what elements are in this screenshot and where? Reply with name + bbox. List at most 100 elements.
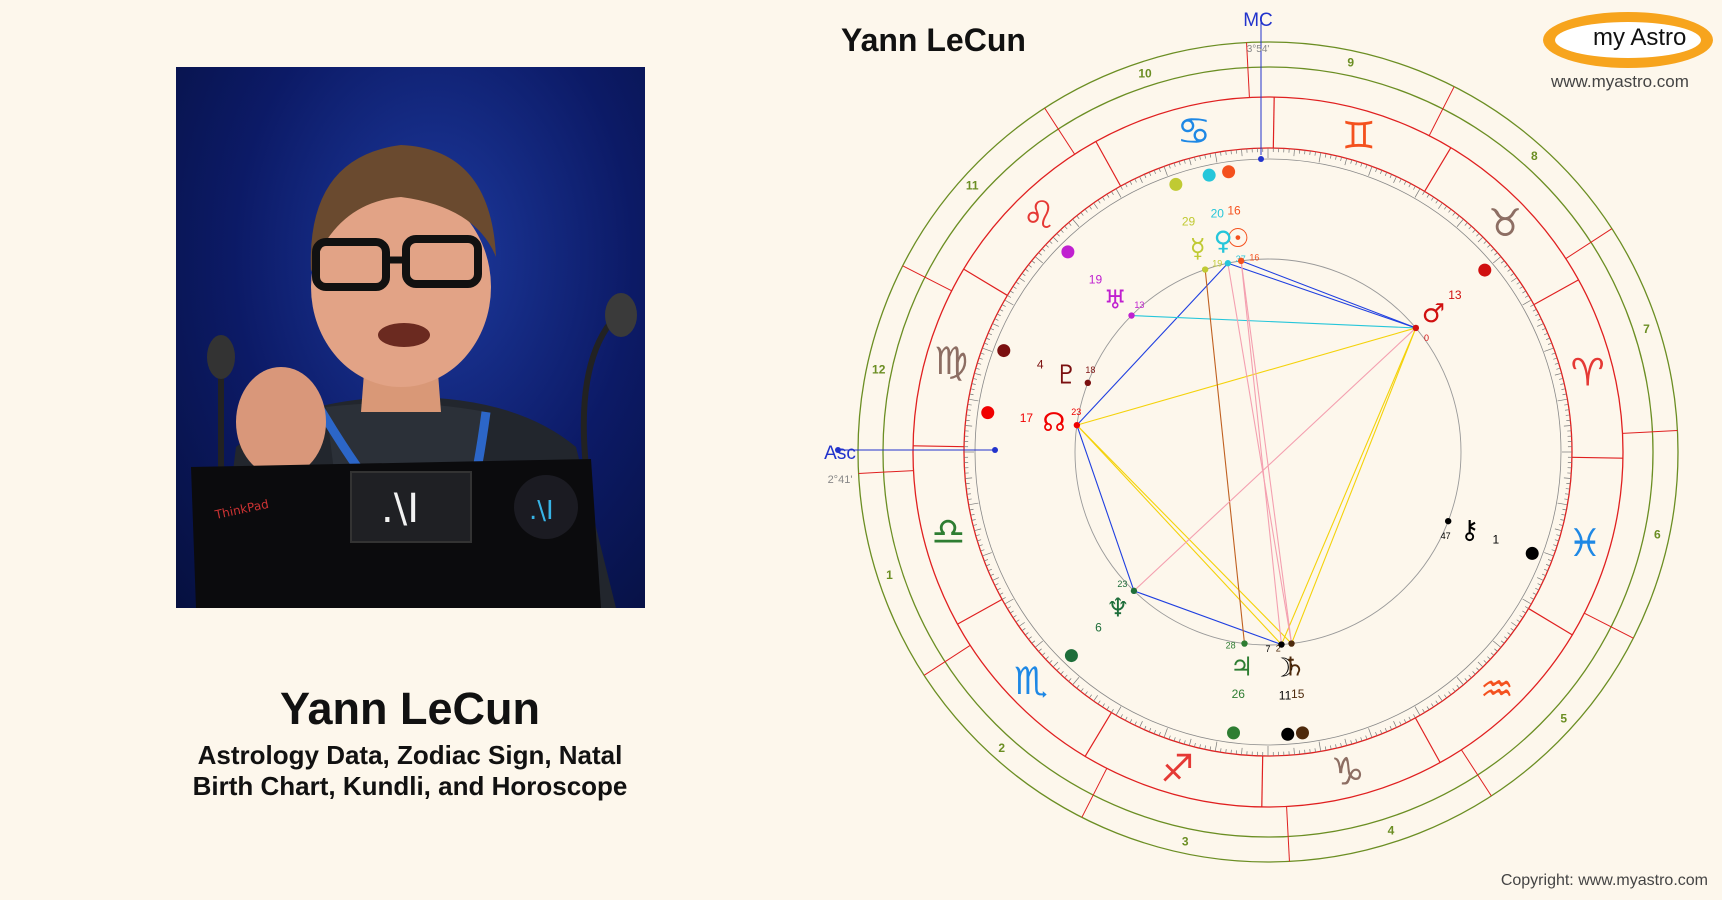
house-cusp — [1044, 107, 1076, 155]
mc-label: MC — [1243, 10, 1273, 31]
planet-glyph-icon: ♄ — [1283, 652, 1306, 682]
planet-minute: 18 — [1085, 365, 1095, 375]
degree-ring — [974, 158, 1562, 746]
aspect-point — [1201, 266, 1209, 273]
sign-divider — [1084, 712, 1112, 757]
sign-divider — [1414, 717, 1441, 763]
aspect-line — [1240, 260, 1417, 329]
sign-divider — [1528, 608, 1573, 636]
planet-minute: 0 — [1424, 333, 1429, 343]
planet-marker — [1064, 649, 1078, 663]
zodiac-sign-icon: ♉ — [1488, 201, 1522, 245]
aspect-line — [1133, 590, 1282, 646]
house-cusp — [1460, 749, 1492, 797]
aspect-point — [1128, 312, 1135, 319]
aspect-line — [1204, 269, 1246, 644]
planet-degree: 11 — [1279, 688, 1292, 702]
planet-marker — [1478, 263, 1492, 277]
planet-minute: 47 — [1441, 531, 1451, 541]
house-number-11: 11 — [966, 179, 979, 193]
aspect-point — [1288, 640, 1295, 647]
zodiac-outer-ring — [912, 96, 1624, 808]
house-cusp — [1584, 612, 1634, 639]
house-cusp — [1565, 228, 1613, 260]
house-number-12: 12 — [872, 362, 886, 376]
planet-degree: 15 — [1291, 687, 1305, 701]
planet-minute: 23 — [1117, 579, 1127, 589]
logo-text: my Astro — [1593, 24, 1687, 51]
planet-marker — [997, 344, 1011, 358]
sign-divider — [1424, 147, 1452, 192]
portrait-photo: .\I .\I ThinkPad — [176, 67, 645, 608]
aspect-line — [1291, 327, 1417, 644]
house-cusp — [858, 470, 914, 474]
planet-glyph-icon: ☉ — [1226, 224, 1249, 254]
subtitle-line-2: Birth Chart, Kundli, and Horoscope — [192, 771, 628, 801]
person-name-heading: Yann LeCun — [279, 683, 541, 734]
sign-divider — [1571, 456, 1623, 459]
house-ring — [882, 66, 1654, 838]
planet-marker — [1281, 727, 1295, 741]
aspect-line — [1280, 327, 1417, 645]
zodiac-sign-icon: ♌ — [1022, 193, 1056, 237]
planet-glyph-icon: ⚷ — [1460, 515, 1479, 545]
planet-glyph-icon: ♅ — [1104, 285, 1127, 315]
aspect-point — [1278, 641, 1285, 648]
planet-degree: 26 — [1232, 687, 1246, 701]
house-number-7: 7 — [1643, 322, 1650, 336]
zodiac-sign-icon: ♐ — [1160, 747, 1194, 791]
zodiac-sign-icon: ♋ — [1177, 109, 1211, 153]
planet-glyph-icon: ♆ — [1106, 593, 1129, 623]
aspect-point — [1444, 517, 1452, 525]
outer-ring — [857, 41, 1679, 863]
house-cusp — [1081, 768, 1108, 818]
planet-glyph-icon: ☊ — [1043, 408, 1066, 438]
house-number-2: 2 — [998, 741, 1005, 755]
aspect-line — [1131, 314, 1416, 329]
planet-degree: 29 — [1182, 214, 1196, 228]
planet-glyph-icon: ☽ — [1271, 653, 1294, 683]
sign-divider — [1272, 97, 1275, 149]
planet-glyph-icon: ♇ — [1055, 361, 1078, 391]
aspect-line — [1240, 260, 1293, 644]
myastro-logo[interactable]: my Astro — [1543, 12, 1713, 68]
house-cusp — [1286, 806, 1290, 862]
zodiac-sign-icon: ♒ — [1480, 667, 1514, 711]
sign-divider — [1533, 279, 1579, 306]
house-number-6: 6 — [1654, 528, 1661, 542]
planet-degree: 19 — [1089, 272, 1103, 286]
laptop-sticker: .\I — [381, 486, 419, 532]
house-number-3: 3 — [1182, 834, 1189, 848]
aspect-line — [1076, 424, 1282, 645]
aspect-point — [1130, 587, 1138, 595]
site-url-link[interactable]: www.myastro.com — [1551, 72, 1689, 91]
zodiac-sign-icon: ♍ — [934, 339, 968, 383]
planet-marker — [981, 406, 995, 420]
svg-text:.\I: .\I — [529, 496, 554, 526]
house-cusp — [1622, 430, 1678, 434]
planet-degree: 16 — [1227, 203, 1241, 217]
aspect-line — [1227, 263, 1293, 644]
asc-marker — [835, 447, 841, 453]
planet-degree: 1 — [1492, 532, 1499, 546]
zodiac-sign-icon: ♏ — [1014, 659, 1048, 703]
aspect-point — [1241, 640, 1248, 647]
aspect-line — [1076, 424, 1292, 644]
house-cusp — [1246, 42, 1250, 98]
aspect-line — [1076, 262, 1229, 426]
zodiac-sign-icon: ♊ — [1342, 113, 1376, 157]
planet-degree: 6 — [1095, 621, 1102, 635]
sign-divider — [957, 598, 1003, 625]
zodiac-sign-icon: ♈ — [1571, 350, 1605, 394]
planet-marker — [1169, 177, 1183, 191]
zodiac-sign-icon: ♑ — [1331, 750, 1365, 794]
planet-marker — [1222, 165, 1236, 179]
aspect-line — [1227, 262, 1417, 329]
planet-minute: 13 — [1134, 300, 1144, 310]
planet-minute: 28 — [1226, 640, 1236, 650]
house-cusp — [923, 644, 971, 676]
zodiac-sign-icon: ♓ — [1568, 521, 1602, 565]
planet-glyph-icon: ♂ — [1422, 299, 1445, 329]
aspect-point — [1237, 257, 1245, 265]
